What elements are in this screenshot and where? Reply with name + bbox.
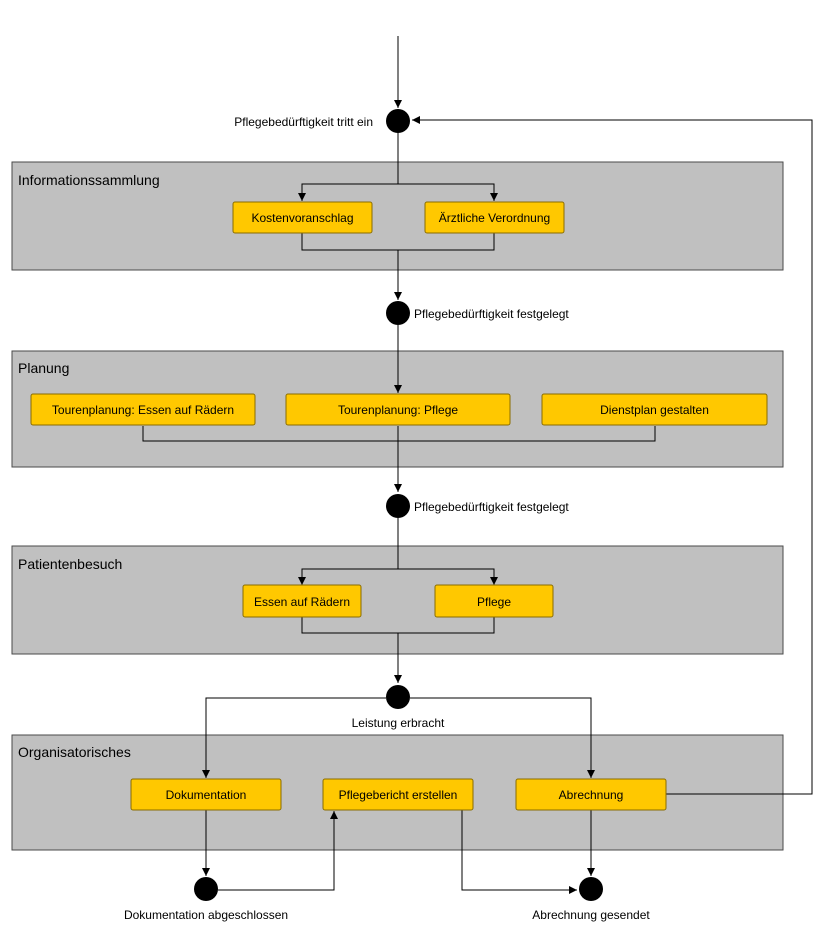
edge-loop-back [412,116,813,795]
state-label-festgelegt-1: Pflegebedürftigkeit festgelegt [414,307,569,321]
state-start: Pflegebedürftigkeit tritt ein [234,109,410,133]
activity-label-tour-pflege: Tourenplanung: Pflege [338,403,458,417]
state-label-abrechnung-gesendet: Abrechnung gesendet [532,908,650,922]
edge-fork-kosten [298,183,398,201]
state-dokumentation-abgeschlossen: Dokumentation abgeschlossen [124,877,288,922]
activity-dokumentation: Dokumentation [130,778,282,811]
activity-abrechnung: Abrechnung [515,778,667,811]
edge-erbracht-to-dokumentation [202,697,386,778]
edge-done-to-pflegebericht [218,811,338,891]
edge-join-planung [142,426,656,442]
activity-label-tour-essen: Tourenplanung: Essen auf Rädern [52,403,234,417]
activity-label-dokumentation: Dokumentation [166,788,247,802]
group-title-planung: Planung [18,360,69,376]
activity-label-pflege: Pflege [477,595,511,609]
activity-kostenvoranschlag: Kostenvoranschlag [232,201,373,234]
group-title-organisatorisches: Organisatorisches [18,744,131,760]
edge-fork-pflege [398,568,498,585]
edge-fork-verordnung [398,183,498,201]
activity-label-pflegebericht: Pflegebericht erstellen [339,788,458,802]
activity-dienstplan: Dienstplan gestalten [541,393,768,426]
edge-erbracht-to-abrechnung [410,697,595,778]
activity-tour-pflege: Tourenplanung: Pflege [285,393,511,426]
group-title-informationssammlung: Informationssammlung [18,172,160,188]
state-festgelegt-2: Pflegebedürftigkeit festgelegt [386,494,569,518]
state-festgelegt-1: Pflegebedürftigkeit festgelegt [386,301,569,325]
activity-label-aerztliche-verordnung: Ärztliche Verordnung [439,211,550,225]
activity-label-abrechnung: Abrechnung [559,788,624,802]
activity-label-kostenvoranschlag: Kostenvoranschlag [251,211,353,225]
edge-pflegebericht-to-sent [461,810,577,894]
group-title-patientenbesuch: Patientenbesuch [18,556,122,572]
activity-tour-essen: Tourenplanung: Essen auf Rädern [30,393,256,426]
state-abrechnung-gesendet: Abrechnung gesendet [532,877,650,922]
activity-label-dienstplan: Dienstplan gestalten [600,403,709,417]
activity-pflegebericht: Pflegebericht erstellen [322,778,474,811]
activity-pflege: Pflege [434,584,554,618]
activity-label-essen: Essen auf Rädern [254,595,350,609]
state-leistung-erbracht: Leistung erbracht [352,685,445,730]
state-label-start: Pflegebedürftigkeit tritt ein [234,115,373,129]
state-label-festgelegt-2: Pflegebedürftigkeit festgelegt [414,500,569,514]
edges [142,36,813,894]
edge-fork-essen [298,568,398,585]
state-label-leistung-erbracht: Leistung erbracht [352,716,445,730]
state-label-dokumentation-abgeschlossen: Dokumentation abgeschlossen [124,908,288,922]
activity-essen-auf-raedern: Essen auf Rädern [242,584,362,618]
activity-aerztliche-verordnung: Ärztliche Verordnung [424,201,565,234]
